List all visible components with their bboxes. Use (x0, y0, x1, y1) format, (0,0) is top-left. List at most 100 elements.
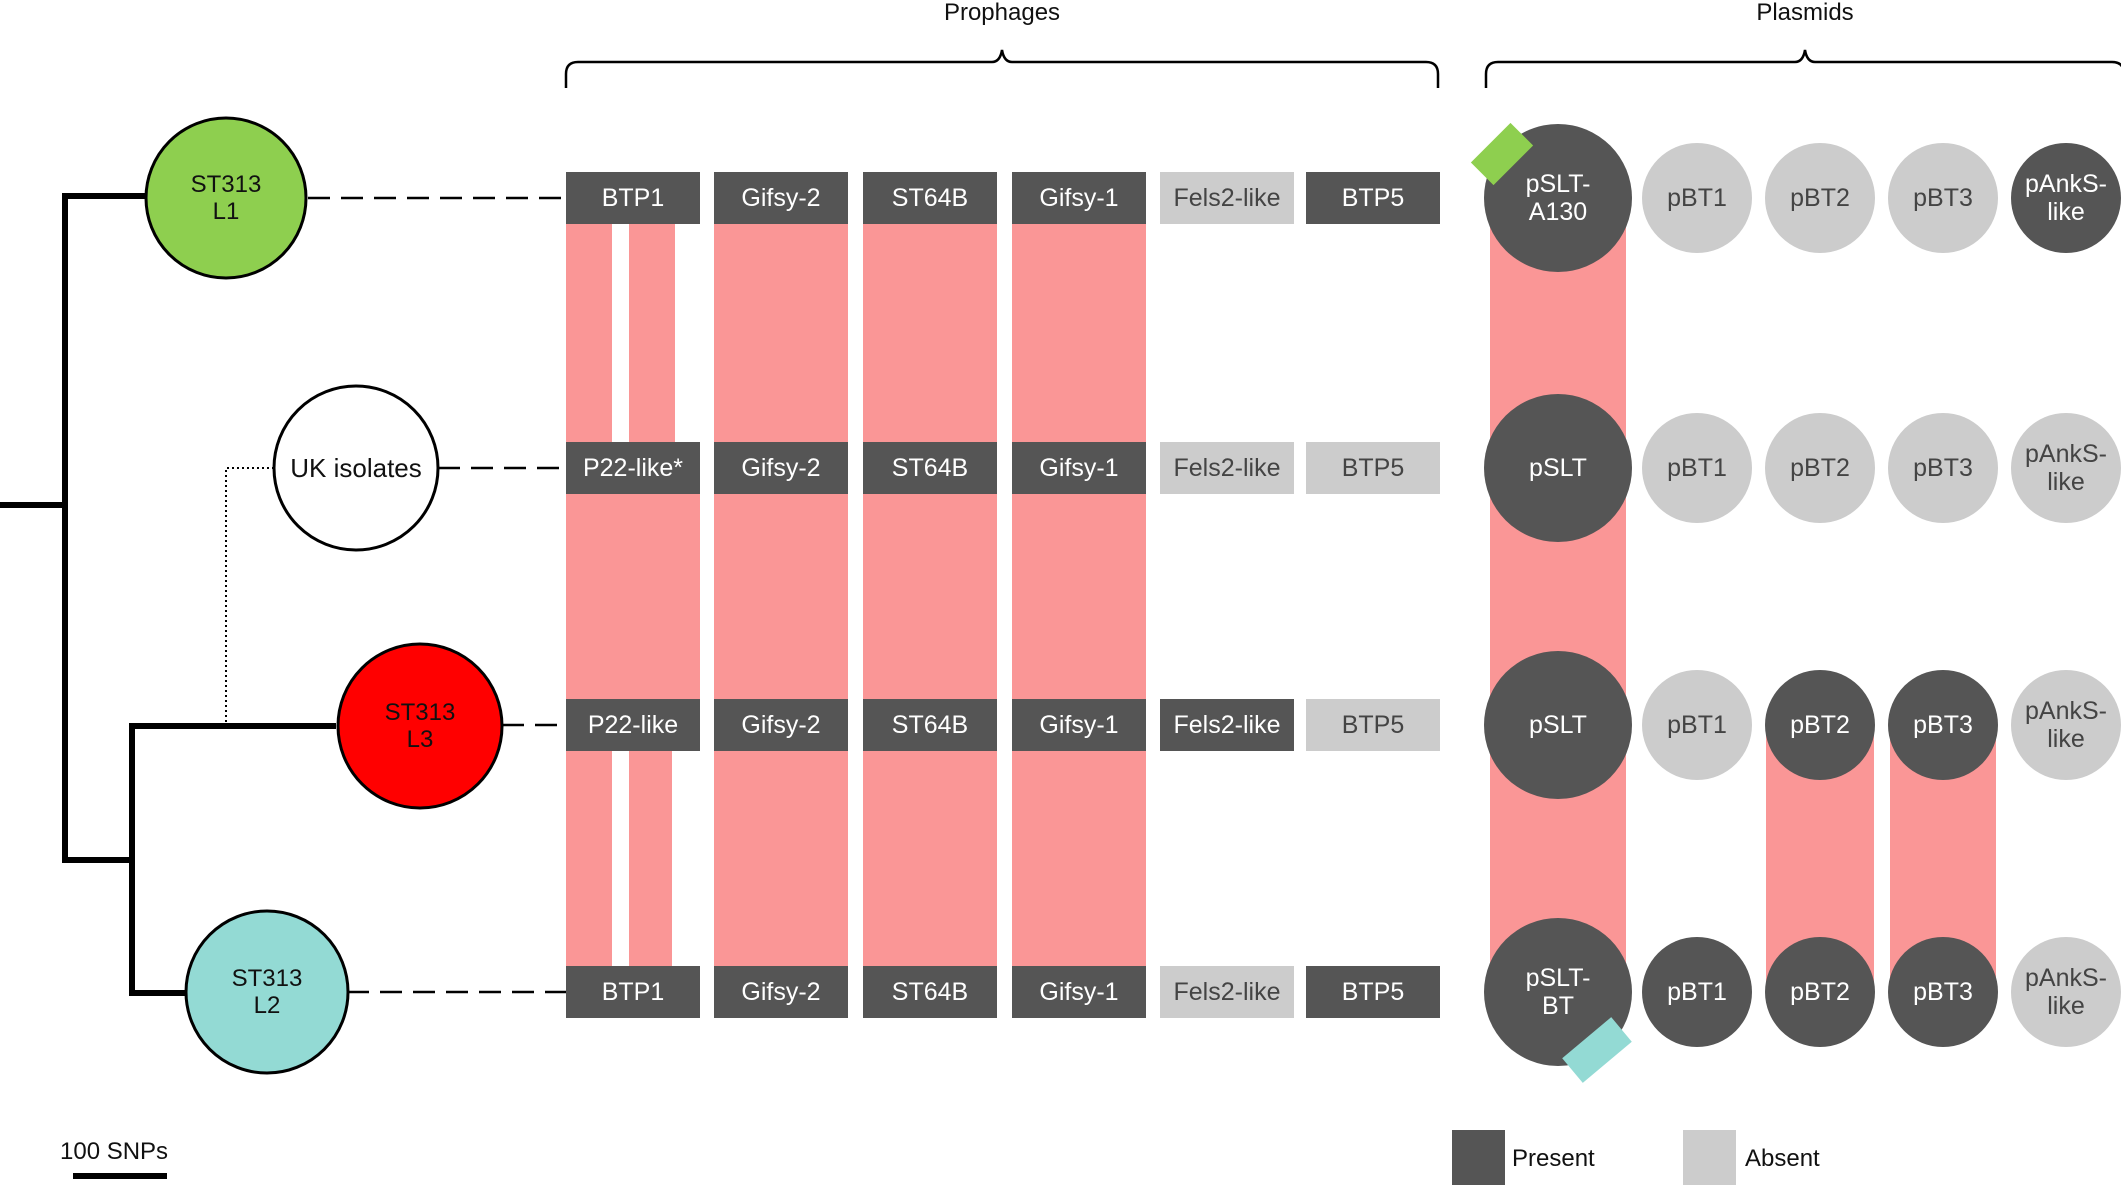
node-l3-circle (336, 642, 504, 810)
prophage-fels2-like-row1: Fels2-like (1160, 172, 1294, 224)
prophage-gifsy-2-row1-box (714, 172, 848, 224)
plasmid-pbt2-row2-label: pBT2 (1790, 454, 1850, 482)
plasmid-pbt2-row3-label: pBT2 (1790, 711, 1850, 739)
prophage-st64b-row2: ST64B (863, 442, 997, 494)
plasmid-pslt-bt-row4-label: pSLT- (1526, 964, 1591, 992)
plasmid-pslt-a130-row1: pSLT-A130 (1484, 124, 1632, 272)
plasmid-pbt2-row2-circle (1765, 413, 1875, 523)
prophage-gifsy-1-row1-box (1012, 172, 1146, 224)
prophage-gifsy-1-row3: Gifsy-1 (1012, 699, 1146, 751)
shared-element-bands (566, 198, 1996, 992)
plasmid-panks-like-row1: pAnkS-like (2011, 143, 2121, 253)
prophage-p22-like-row2-label: P22-like* (583, 454, 683, 482)
prophage-btp5-row3: BTP5 (1306, 699, 1440, 751)
prophage-gifsy-2-row1: Gifsy-2 (714, 172, 848, 224)
node-l3-label: L3 (407, 726, 434, 753)
prophage-btp5-row1: BTP5 (1306, 172, 1440, 224)
prophage-st64b-row3-label: ST64B (892, 711, 968, 739)
prophage-gifsy-2-row2-label: Gifsy-2 (741, 454, 820, 482)
node-l3-label: ST313 (385, 699, 456, 726)
plasmid-pbt2-row3: pBT2 (1765, 670, 1875, 780)
prophage-st64b-row2-box (863, 442, 997, 494)
prophage-gifsy-2-row2-box (714, 442, 848, 494)
prophage-gifsy-2-row4: Gifsy-2 (714, 966, 848, 1018)
prophage-p22-like-row3-label: P22-like (588, 711, 678, 739)
plasmid-panks-like-row2-label: like (2047, 468, 2085, 496)
plasmid-pbt1-row4-circle (1642, 937, 1752, 1047)
node-l2-circle (184, 909, 350, 1075)
plasmids-header: Plasmids (1756, 0, 1853, 26)
plasmid-pbt1-row1-circle (1642, 143, 1752, 253)
pslt-bt-l2-tag (1562, 1017, 1632, 1083)
plasmid-pbt1-row3: pBT1 (1642, 670, 1752, 780)
prophage-gifsy-2-row3-label: Gifsy-2 (741, 711, 820, 739)
tree-uk-dotted-link (225, 467, 274, 722)
prophage-btp5-row3-box (1306, 699, 1440, 751)
prophage-st64b-row1-box (863, 172, 997, 224)
prophage-gifsy-1-row2: Gifsy-1 (1012, 442, 1146, 494)
plasmid-pbt3-row4-circle (1888, 937, 1998, 1047)
prophage-st64b-row3: ST64B (863, 699, 997, 751)
plasmid-panks-like-row3-label: pAnkS- (2025, 697, 2107, 725)
node-l1-circle (144, 116, 308, 280)
legend-absent-label: Absent (1745, 1145, 1820, 1172)
prophage-gifsy-1-row1: Gifsy-1 (1012, 172, 1146, 224)
prophage-btp5-row1-label: BTP5 (1342, 184, 1405, 212)
plasmid-pbt2-row4-circle (1765, 937, 1875, 1047)
plasmid-pslt-row2-circle (1484, 394, 1632, 542)
prophage-fels2-like-row4: Fels2-like (1160, 966, 1294, 1018)
plasmid-pbt3-row3-label: pBT3 (1913, 711, 1973, 739)
plasmid-pbt2-row1-label: pBT2 (1790, 184, 1850, 212)
prophage-st64b-row1-label: ST64B (892, 184, 968, 212)
plasmid-pbt3-row4: pBT3 (1888, 937, 1998, 1047)
plasmid-pslt-a130-row1-circle (1484, 124, 1632, 272)
band-btp1-stripe-c (566, 725, 612, 992)
legend-present-swatch (1452, 1130, 1505, 1185)
prophage-p22-like-row3-box (566, 699, 700, 751)
prophage-btp5-row1-box (1306, 172, 1440, 224)
prophage-gifsy-1-row3-box (1012, 699, 1146, 751)
plasmid-pbt2-row4-label: pBT2 (1790, 978, 1850, 1006)
prophage-fels2-like-row2-box (1160, 442, 1294, 494)
plasmid-panks-like-row1-label: pAnkS- (2025, 170, 2107, 198)
prophage-gifsy-2-row1-label: Gifsy-2 (741, 184, 820, 212)
plasmid-panks-like-row3: pAnkS-like (2011, 670, 2121, 780)
pslt-a130-l1-tag (1470, 122, 1534, 186)
prophage-st64b-row4-box (863, 966, 997, 1018)
plasmid-pbt1-row3-circle (1642, 670, 1752, 780)
plasmid-pslt-row3-circle (1484, 651, 1632, 799)
legend-absent-swatch (1683, 1130, 1736, 1185)
plasmid-panks-like-row3-circle (2011, 670, 2121, 780)
plasmid-panks-like-row4-circle (2011, 937, 2121, 1047)
prophage-btp1-row4-label: BTP1 (602, 978, 665, 1006)
prophage-btp1-row1-label: BTP1 (602, 184, 665, 212)
plasmid-pslt-row3-label: pSLT (1529, 711, 1587, 739)
prophage-gifsy-1-row4: Gifsy-1 (1012, 966, 1146, 1018)
plasmid-pbt1-row2-label: pBT1 (1667, 454, 1727, 482)
prophage-fels2-like-row1-label: Fels2-like (1174, 184, 1281, 212)
prophage-btp5-row2: BTP5 (1306, 442, 1440, 494)
plasmid-pbt3-row2: pBT3 (1888, 413, 1998, 523)
plasmid-pbt2-row1-circle (1765, 143, 1875, 253)
prophage-gifsy-2-row4-box (714, 966, 848, 1018)
plasmid-pbt1-row1-label: pBT1 (1667, 184, 1727, 212)
prophage-fels2-like-row1-box (1160, 172, 1294, 224)
node-uk-label: UK isolates (290, 453, 422, 483)
node-uk: UK isolates (272, 384, 440, 552)
plasmid-panks-like-row4-label: pAnkS- (2025, 964, 2107, 992)
prophage-p22-like-row3: P22-like (566, 699, 700, 751)
row-connectors (275, 196, 566, 994)
plasmid-pbt1-row2: pBT1 (1642, 413, 1752, 523)
prophage-fels2-like-row2-label: Fels2-like (1174, 454, 1281, 482)
prophage-st64b-row1: ST64B (863, 172, 997, 224)
plasmid-pbt3-row2-circle (1888, 413, 1998, 523)
prophage-btp5-row3-label: BTP5 (1342, 711, 1405, 739)
prophage-btp5-row2-label: BTP5 (1342, 454, 1405, 482)
prophage-fels2-like-row3: Fels2-like (1160, 699, 1294, 751)
phylogenetic-tree (0, 193, 336, 996)
plasmid-pbt3-row1: pBT3 (1888, 143, 1998, 253)
prophage-st64b-row4: ST64B (863, 966, 997, 1018)
